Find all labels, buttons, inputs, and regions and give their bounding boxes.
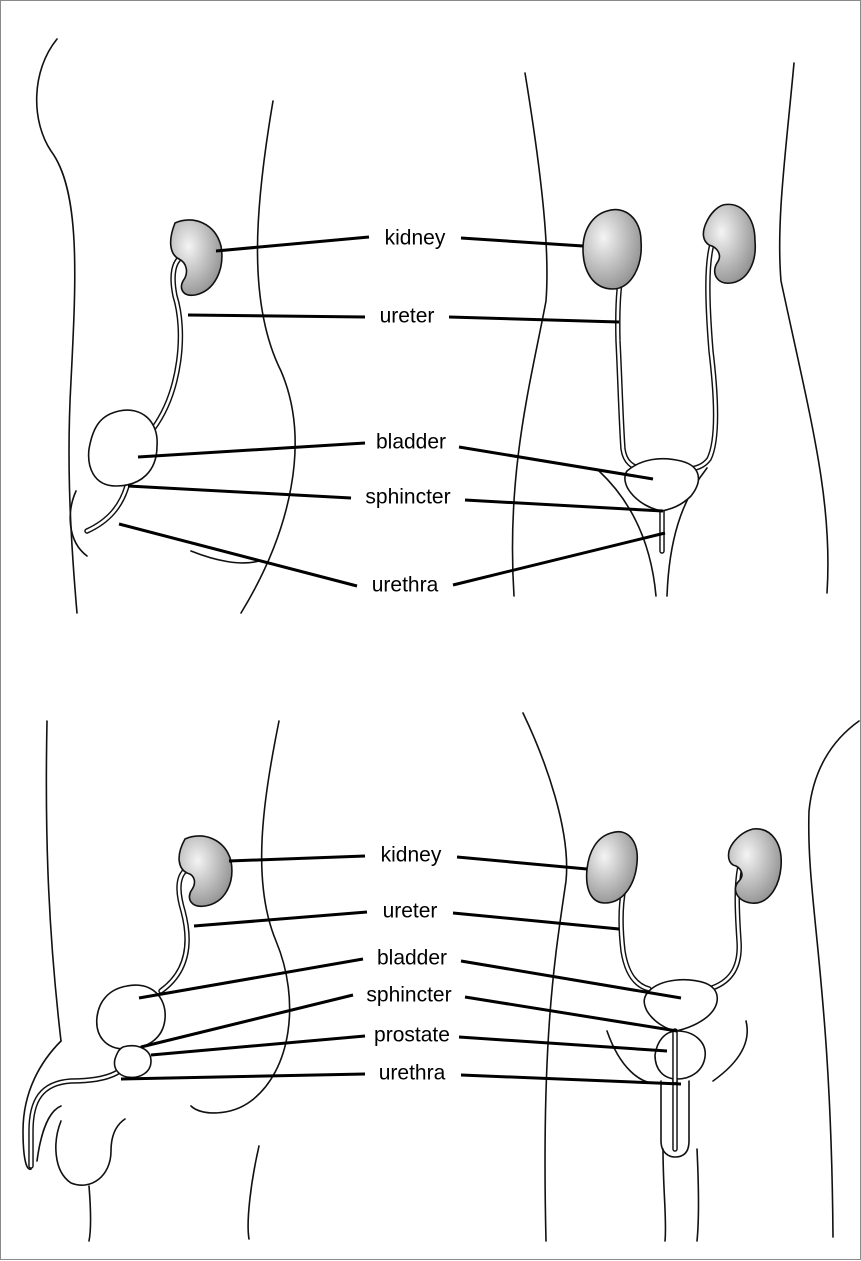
female-labels: kidney ureter bladder sphincter urethra (365, 227, 450, 597)
female-front-bladder-shape (625, 459, 699, 511)
male-front-prostate-shape (655, 1031, 705, 1079)
female-front-organs (583, 204, 755, 551)
label-ureter-male: ureter (383, 900, 438, 923)
label-sphincter-male: sphincter (366, 984, 451, 1007)
male-side-prostate-shape (115, 1046, 152, 1078)
female-panel: kidney ureter bladder sphincter urethra (37, 39, 828, 613)
label-ureter-female: ureter (380, 305, 435, 328)
male-front-organs (587, 829, 782, 1157)
male-side-kidney-shape (179, 836, 232, 906)
label-kidney-male: kidney (381, 844, 442, 867)
female-side-kidney-shape (171, 220, 222, 295)
label-bladder-female: bladder (376, 431, 446, 454)
male-panel: kidney ureter bladder sphincter prostate… (23, 713, 859, 1241)
male-labels: kidney ureter bladder sphincter prostate… (366, 844, 451, 1085)
female-side-body-outline (37, 39, 295, 613)
male-front-body-outline (523, 713, 859, 1241)
female-side-organs (87, 220, 222, 531)
male-side-organs (31, 836, 232, 1166)
label-urethra-male: urethra (379, 1062, 446, 1085)
label-prostate-male: prostate (374, 1024, 450, 1047)
female-front-kidney-right-shape (703, 204, 755, 283)
male-front-kidney-right-shape (729, 829, 782, 903)
female-side-bladder-shape (89, 410, 158, 486)
label-sphincter-female: sphincter (365, 486, 450, 509)
label-kidney-female: kidney (385, 227, 446, 250)
label-bladder-male: bladder (377, 947, 447, 970)
female-front-kidney-left-shape (583, 210, 641, 289)
male-side-body-outline (23, 721, 290, 1241)
male-front-bladder-shape (644, 980, 717, 1031)
female-front-body-outline (512, 63, 828, 596)
label-urethra-female: urethra (372, 574, 439, 597)
male-front-kidney-left-shape (587, 832, 638, 903)
